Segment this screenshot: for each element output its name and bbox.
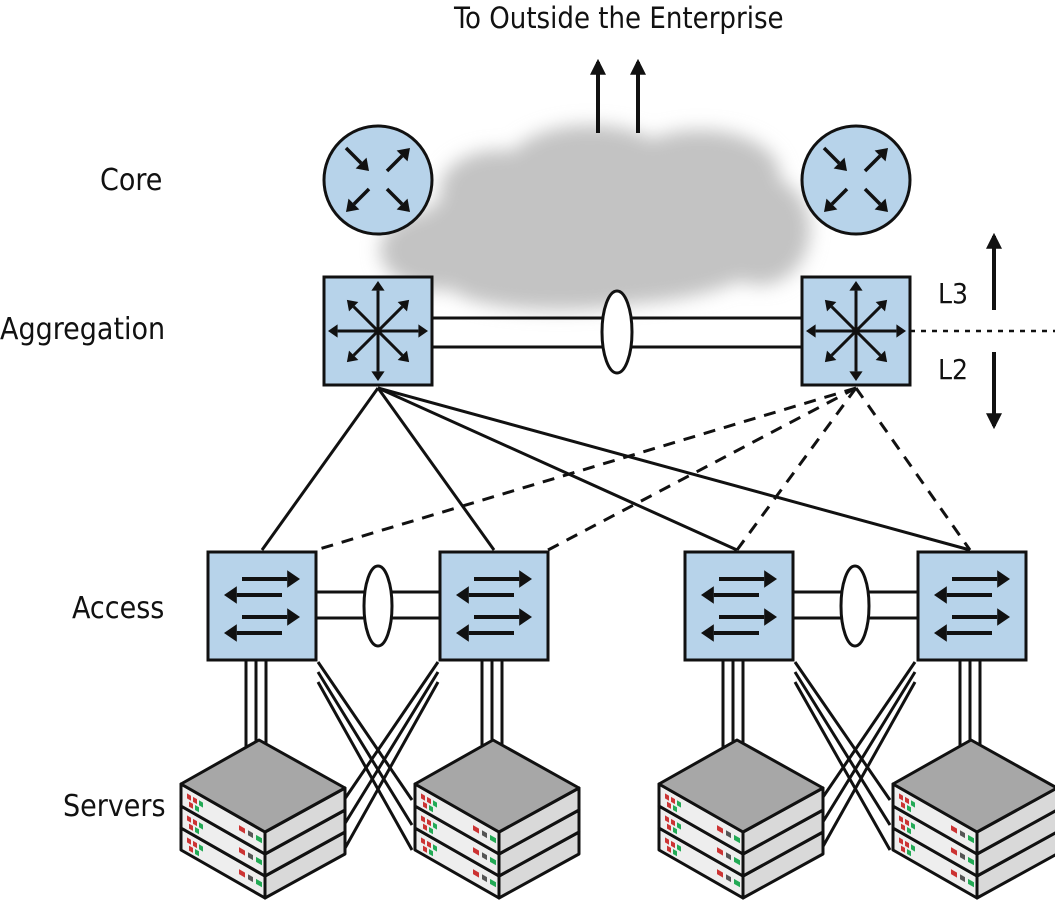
- wan-cloud: [380, 125, 810, 310]
- l3-l2-boundary: [910, 232, 1055, 430]
- access-switch-icon: [916, 550, 1028, 662]
- server-cabling: [244, 661, 982, 851]
- server-stack: [891, 738, 1055, 900]
- tier-label-servers: Servers: [63, 789, 166, 824]
- layer-label-l3: L3: [938, 277, 969, 310]
- aggregation-port-channel: [432, 289, 802, 375]
- server-icon: [891, 738, 1055, 856]
- aggregation-switch-icon: [800, 275, 912, 387]
- core-router-icon: [800, 124, 912, 236]
- server-stack: [179, 738, 347, 900]
- access-switch-icon: [438, 550, 550, 662]
- tier-label-access: Access: [72, 591, 165, 626]
- server-icon: [179, 738, 347, 856]
- aggregation-switch-icon: [322, 275, 434, 387]
- tier-label-core: Core: [100, 163, 163, 198]
- access-port-channels: [316, 564, 917, 648]
- server-icon: [657, 738, 825, 856]
- tier-label-aggregation: Aggregation: [0, 312, 166, 347]
- access-switch-icon: [683, 550, 795, 662]
- access-uplinks-standby: [315, 386, 972, 552]
- server-stack: [657, 738, 825, 900]
- access-uplinks-active: [260, 386, 971, 552]
- server-stack: [413, 738, 581, 900]
- access-switch-icon: [206, 550, 318, 662]
- server-icon: [413, 738, 581, 856]
- layer-label-l2: L2: [938, 353, 969, 386]
- diagram-title: To Outside the Enterprise: [454, 1, 784, 35]
- core-router-icon: [322, 124, 434, 236]
- uplink-arrows: [590, 58, 646, 133]
